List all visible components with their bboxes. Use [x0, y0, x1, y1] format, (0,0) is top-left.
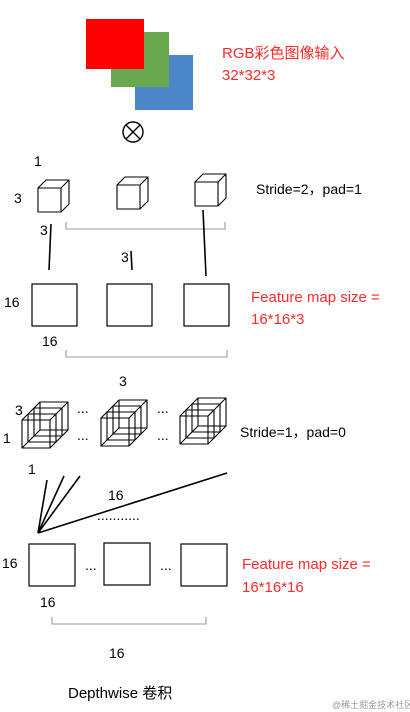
kernel-ellipsis-2: ... — [77, 427, 89, 443]
kernel-width-label: 3 — [40, 222, 48, 238]
input-label: RGB彩色图像输入 — [222, 45, 345, 62]
output-fan-lines — [37, 472, 228, 534]
fmap2-group-brace — [51, 617, 207, 625]
fmap1-width-label: 16 — [42, 333, 58, 349]
feature-map-2-first — [28, 543, 76, 587]
stride-pad-label-1: Stride=2，pad=1 — [256, 181, 362, 197]
kernel-group-brace — [65, 222, 226, 230]
kernel-ellipsis-3: ... — [157, 400, 169, 416]
feature-map-1-ch2 — [106, 283, 153, 327]
feature-map-1-ch3 — [183, 283, 230, 327]
pointwise-kernel-cube-2 — [100, 399, 148, 447]
fmap1-group-brace — [65, 350, 228, 358]
rgb-channel-red — [86, 19, 144, 69]
depthwise-kernel-cube-3 — [194, 173, 227, 207]
fmap1-count-label: 3 — [119, 373, 127, 389]
fmap2-size-value: 16*16*16 — [242, 579, 304, 596]
filter-dots: ........... — [97, 507, 140, 523]
filter-count-label: 16 — [108, 487, 124, 503]
fmap2-width-label: 16 — [40, 594, 56, 610]
feature-map-2-last — [180, 543, 228, 587]
pointwise-kernel-cube-3 — [179, 397, 227, 445]
pointwise-kernel-cube-1 — [21, 401, 69, 449]
caption: Depthwise 卷积 — [68, 685, 172, 702]
fmap1-size-label: Feature map size = — [251, 289, 380, 306]
pw-kernel-height-label: 3 — [15, 402, 23, 418]
feature-map-1-ch1 — [31, 283, 78, 327]
kernel-ellipsis-4: ... — [157, 427, 169, 443]
depthwise-kernel-cube-1 — [37, 179, 70, 213]
fmap2-height-label: 16 — [2, 555, 18, 571]
watermark: @稀土掘金技术社区 — [332, 699, 410, 710]
kernel-count-label: 3 — [121, 249, 129, 265]
fmap2-ellipsis-1: ... — [85, 557, 97, 573]
circled-times-icon — [122, 121, 144, 143]
connector-3 — [202, 209, 207, 277]
kernel-height-label: 3 — [14, 190, 22, 206]
connector-2 — [130, 250, 133, 271]
pw-kernel-width-label: 1 — [28, 461, 36, 477]
kernel-depth-label: 1 — [34, 153, 42, 169]
feature-map-2-middle — [103, 542, 151, 586]
input-size: 32*32*3 — [222, 67, 275, 84]
fmap2-size-label: Feature map size = — [242, 556, 371, 573]
connector-1 — [48, 223, 52, 271]
fmap1-size-value: 16*16*3 — [251, 311, 304, 328]
fmap2-count-label: 16 — [109, 645, 125, 661]
kernel-ellipsis-1: ... — [77, 400, 89, 416]
fmap1-height-label: 16 — [4, 294, 20, 310]
stride-pad-label-2: Stride=1，pad=0 — [240, 424, 346, 440]
pw-kernel-depth-label: 1 — [3, 430, 11, 446]
depthwise-kernel-cube-2 — [116, 176, 149, 210]
fmap2-ellipsis-2: ... — [160, 557, 172, 573]
